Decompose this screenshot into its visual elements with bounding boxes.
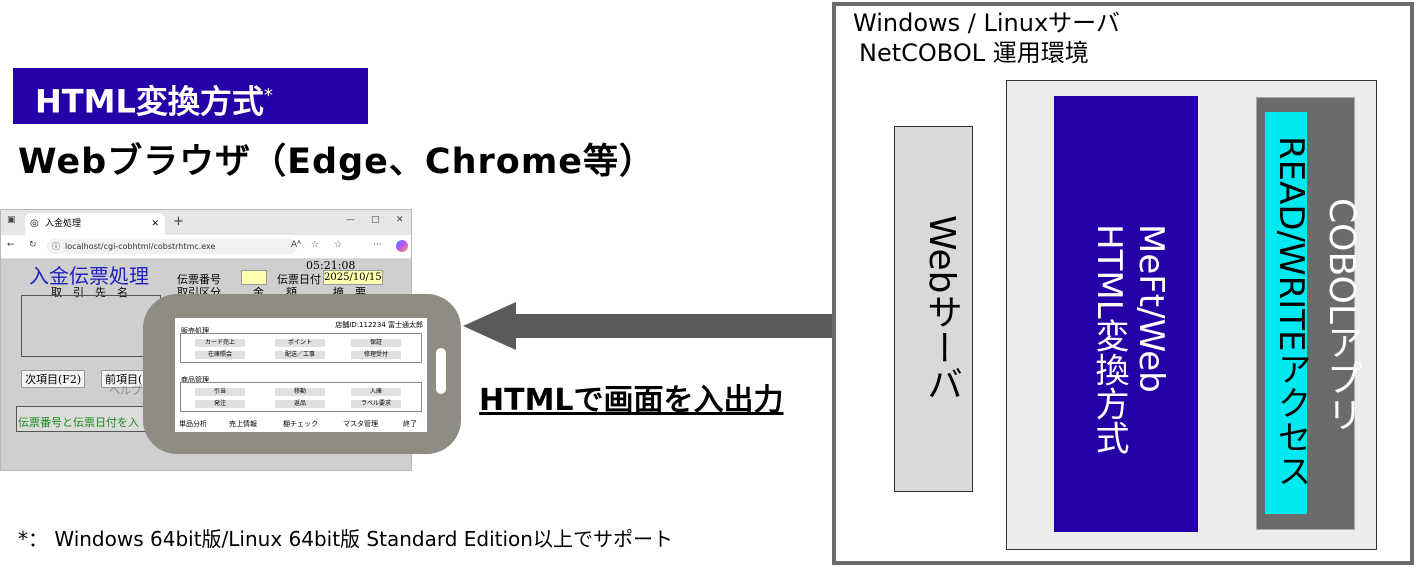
slip-date-input[interactable]: 2025/10/15 <box>323 270 383 285</box>
meft-name: MeFt/Web <box>1131 224 1171 393</box>
html-io-label: HTMLで画面を入出力 <box>479 383 784 418</box>
badge-footnote-mark: * <box>263 85 273 106</box>
phone-sales-button[interactable]: 在庫照会 <box>195 351 245 359</box>
phone-side-button <box>436 348 446 394</box>
phone-sales-button[interactable]: 配送／工事 <box>275 351 325 359</box>
menu-item-sales-info[interactable]: 売上情報 <box>229 420 257 428</box>
close-tab-icon[interactable]: ✕ <box>151 219 159 229</box>
web-server-label: Webサーバ <box>921 215 962 402</box>
menu-icon[interactable]: ··· <box>373 240 382 250</box>
prev-item-button[interactable]: 前項目( <box>101 370 147 388</box>
read-write-access-box: READ/WRITEアクセス <box>1265 112 1311 514</box>
favorite-icon[interactable]: ☆ <box>311 240 320 250</box>
server-title: Windows / Linuxサーバ NetCOBOL 運用環境 <box>853 8 1120 68</box>
favorites-list-icon[interactable]: ☆ <box>334 240 343 250</box>
html-conversion-badge: HTML変換方式* <box>13 68 368 124</box>
phone-goods-button[interactable]: 返品 <box>275 400 325 408</box>
bidirectional-arrow-left <box>463 302 894 350</box>
web-server-box: Webサーバ <box>894 126 973 492</box>
form-title: 入金伝票処理 <box>29 264 149 288</box>
back-icon[interactable]: ← <box>7 240 15 250</box>
message-box: 伝票番号と伝票日付を入 <box>16 406 156 432</box>
slip-number-label: 伝票番号 <box>177 273 221 286</box>
cobol-app-label: COBOLアプリ <box>1321 198 1362 432</box>
goods-group: 引当 移動 入庫 発注 返品 ラベル要求 <box>180 382 422 412</box>
address-bar-row: ← ↻ ⓘ localhost/cgi-cobhtml/cobstrhtmc.e… <box>1 235 411 259</box>
meft-method: HTML変換方式 <box>1089 224 1129 455</box>
badge-label: HTML変換方式 <box>35 82 264 121</box>
close-window-icon[interactable]: ✕ <box>396 215 404 225</box>
menu-item-master[interactable]: マスタ管理 <box>343 420 378 428</box>
globe-icon: ◎ <box>30 218 39 229</box>
reload-icon[interactable]: ↻ <box>29 240 37 250</box>
runtime-env-label: NetCOBOL 運用環境 <box>859 39 1089 67</box>
read-aloud-icon[interactable]: Aᴬ <box>291 240 302 250</box>
phone-sales-button[interactable]: 保証 <box>351 339 401 347</box>
tab-title: 入金処理 <box>45 219 82 229</box>
phone-goods-button[interactable]: 発注 <box>195 400 245 408</box>
web-browser-subtitle: Webブラウザ（Edge、Chrome等） <box>18 142 656 182</box>
slip-number-input[interactable] <box>241 270 267 285</box>
sales-section-label: 販売処理 <box>181 327 209 335</box>
phone-screen: 店舗ID:112234 富士通太郎 販売処理 カード売上 ポイント 保証 在庫照… <box>175 318 427 432</box>
browser-tabbar: ▣ ◎ 入金処理 ✕ + — □ ✕ <box>1 210 411 235</box>
meft-web-box: MeFt/Web HTML変換方式 <box>1054 96 1198 532</box>
browser-tab[interactable]: ◎ 入金処理 ✕ <box>25 213 165 235</box>
info-icon: ⓘ <box>52 242 60 251</box>
next-item-button[interactable]: 次項目(F2) <box>21 370 86 388</box>
url-text: localhost/cgi-cobhtml/cobstrhtmc.exe <box>65 242 216 251</box>
form-time: 05:21:08 <box>306 259 356 272</box>
meft-web-label: MeFt/Web HTML変換方式 <box>1088 224 1172 455</box>
help-button[interactable]: ヘルプ <box>109 384 142 397</box>
phone-sales-button[interactable]: カード売上 <box>195 339 245 347</box>
phone-goods-button[interactable]: ラベル要求 <box>351 400 401 408</box>
minimize-icon[interactable]: — <box>346 215 355 225</box>
phone-sales-button[interactable]: 修理受付 <box>351 351 401 359</box>
store-id-label: 店舗ID:112234 富士通太郎 <box>335 321 423 329</box>
slip-date-label: 伝票日付 <box>277 273 321 286</box>
tab-list-icon[interactable]: ▣ <box>7 215 16 225</box>
phone-goods-button[interactable]: 入庫 <box>351 388 401 396</box>
phone-sales-button[interactable]: ポイント <box>275 339 325 347</box>
support-footnote: *： Windows 64bit版/Linux 64bit版 Standard … <box>18 527 673 551</box>
menu-item-shelf-check[interactable]: 棚チェック <box>283 420 318 428</box>
phone-goods-button[interactable]: 引当 <box>195 388 245 396</box>
copilot-icon[interactable] <box>396 240 408 252</box>
sales-group: カード売上 ポイント 保証 在庫照会 配送／工事 修理受付 <box>180 333 422 363</box>
maximize-icon[interactable]: □ <box>371 215 380 225</box>
server-os-label: Windows / Linuxサーバ <box>853 9 1120 37</box>
menu-item-exit[interactable]: 終了 <box>403 420 417 428</box>
phone-goods-button[interactable]: 移動 <box>275 388 325 396</box>
read-write-label: READ/WRITEアクセス <box>1271 136 1311 488</box>
smartphone: 店舗ID:112234 富士通太郎 販売処理 カード売上 ポイント 保証 在庫照… <box>143 294 461 454</box>
goods-section-label: 商品管理 <box>181 376 209 384</box>
menu-item-analysis[interactable]: 単品分析 <box>179 420 207 428</box>
url-input[interactable]: ⓘ localhost/cgi-cobhtml/cobstrhtmc.exe <box>47 239 297 254</box>
message-text: 伝票番号と伝票日付を入 <box>18 416 139 429</box>
new-tab-icon[interactable]: + <box>173 214 184 229</box>
